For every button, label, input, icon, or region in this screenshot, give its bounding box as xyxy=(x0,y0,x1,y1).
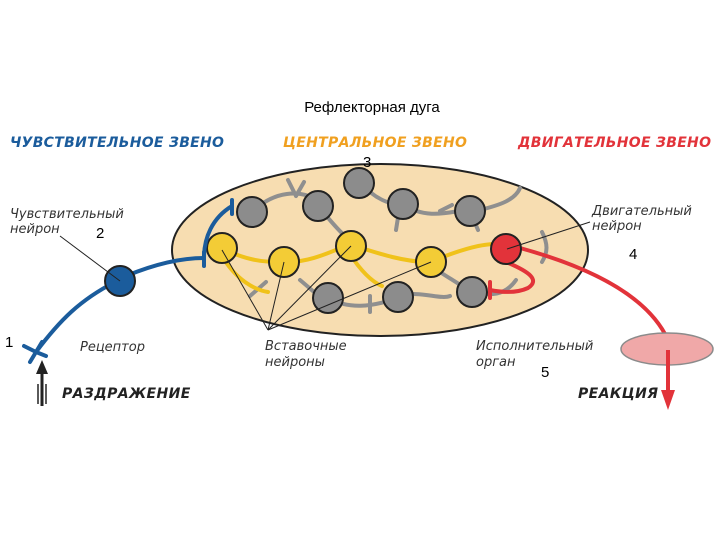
reaction-arrow-icon xyxy=(661,390,675,410)
gray-neuron xyxy=(387,188,419,220)
marker-1: 1 xyxy=(5,334,13,351)
gray-neuron xyxy=(302,190,334,222)
gray-neuron xyxy=(312,282,344,314)
gray-neuron xyxy=(382,281,414,313)
marker-5: 5 xyxy=(541,364,549,381)
diagram-title: Рефлекторная дуга xyxy=(304,99,440,116)
label-effector-2: орган xyxy=(476,355,516,370)
label-reaction: РЕАКЦИЯ xyxy=(578,386,658,402)
label-effector-1: Исполнительный xyxy=(476,339,593,354)
leader-lines xyxy=(59,221,591,331)
label-motor-neuron-1: Двигательный xyxy=(591,204,692,219)
marker-4: 4 xyxy=(629,246,637,263)
sensory-pathway xyxy=(22,198,234,364)
label-interneurons-1: Вставочные xyxy=(265,339,347,354)
section-sensory: ЧУВСТВИТЕЛЬНОЕ ЗВЕНО xyxy=(10,135,224,151)
gray-neurons xyxy=(236,167,488,314)
interneuron xyxy=(206,232,238,264)
gray-neuron xyxy=(343,167,375,199)
label-receptor: Рецептор xyxy=(80,340,145,355)
section-motor: ДВИГАТЕЛЬНОЕ ЗВЕНО xyxy=(517,135,711,151)
stimulus-arrow-icon xyxy=(36,360,48,406)
label-stimulus: РАЗДРАЖЕНИЕ xyxy=(62,386,191,402)
marker-2: 2 xyxy=(96,225,104,242)
label-sensory-neuron-1: Чувствительный xyxy=(10,207,124,222)
label-sensory-neuron-2: нейрон xyxy=(10,222,60,237)
gray-neuron xyxy=(236,196,268,228)
marker-3: 3 xyxy=(363,154,371,171)
label-motor-neuron-2: нейрон xyxy=(592,219,642,234)
gray-neuron xyxy=(456,276,488,308)
label-interneurons-2: нейроны xyxy=(265,355,325,370)
section-central: ЦЕНТРАЛЬНОЕ ЗВЕНО xyxy=(283,135,467,151)
gray-neuron xyxy=(454,195,486,227)
motor-neuron xyxy=(490,233,522,265)
